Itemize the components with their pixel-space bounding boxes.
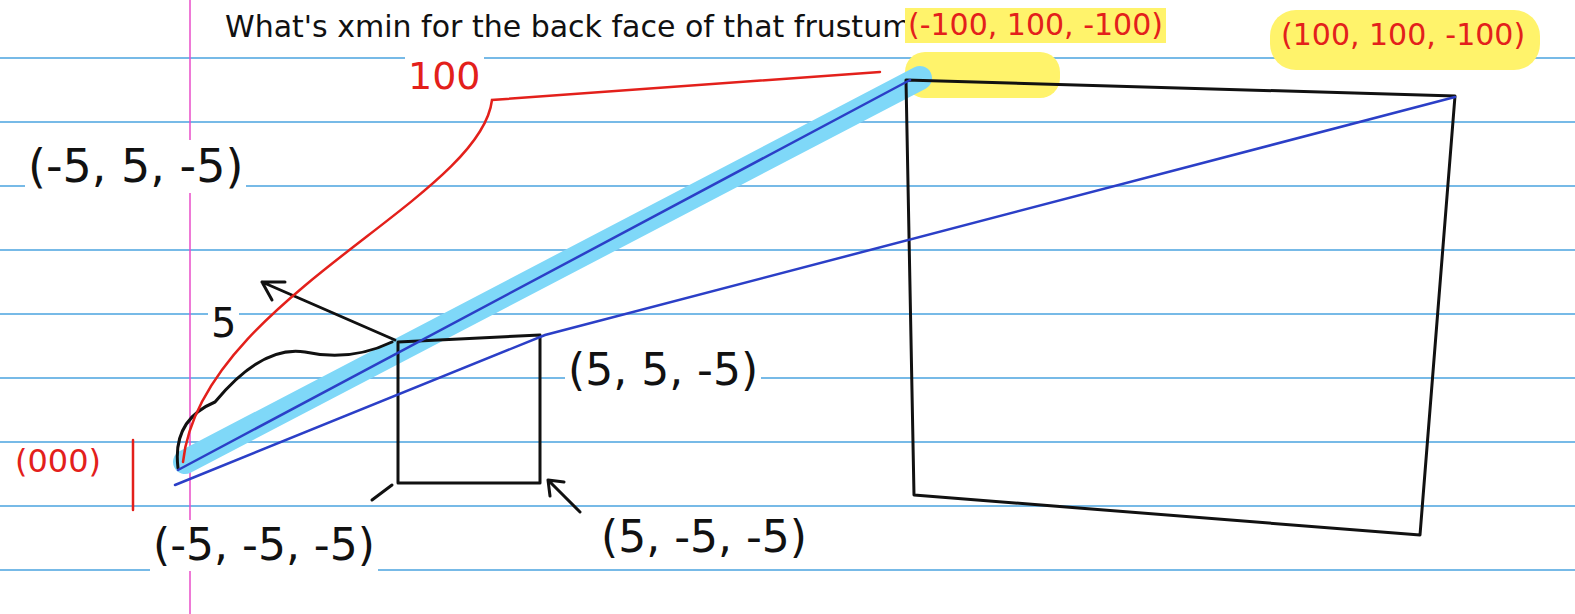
frustum-edge [178, 80, 910, 470]
coordinate-label: (100, 100, -100) [1278, 18, 1528, 53]
coordinate-label: (-5, -5, -5) [150, 520, 378, 571]
ruled-lines [0, 58, 1575, 570]
coordinate-label: 5 [208, 300, 239, 346]
coordinate-label: (000) [12, 443, 104, 480]
coordinate-label: 100 [405, 55, 484, 99]
distance-bracket [183, 72, 880, 462]
question-title: What's xmin for the back face of that fr… [222, 10, 930, 45]
leader-arrow [548, 480, 580, 512]
frustum-edge [175, 97, 1455, 485]
brace [177, 342, 392, 468]
front-face [398, 335, 540, 483]
leader-arrow [262, 282, 395, 340]
back-face [906, 80, 1455, 535]
coordinate-label: (5, -5, -5) [598, 512, 810, 563]
leader-arrow [372, 485, 392, 500]
coordinate-label: (5, 5, -5) [565, 345, 761, 396]
divider [132, 440, 135, 510]
coordinate-label: (-100, 100, -100) [905, 8, 1166, 43]
highlight [1270, 10, 1540, 70]
coordinate-label: (-5, 5, -5) [25, 140, 246, 193]
